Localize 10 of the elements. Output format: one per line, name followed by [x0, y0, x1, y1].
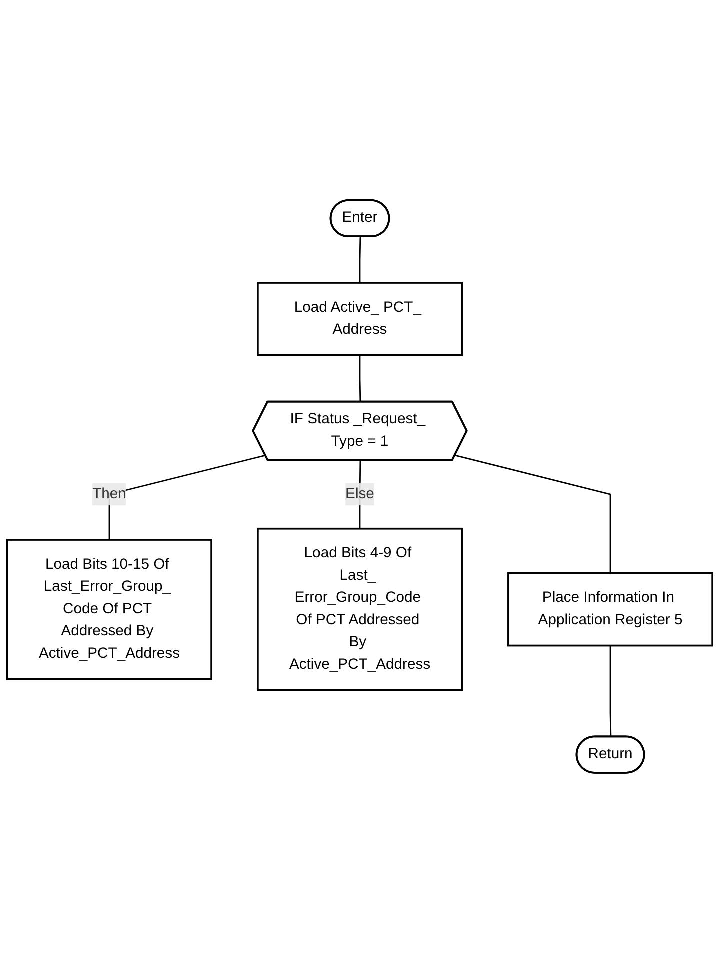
- connector: [610, 646, 612, 738]
- connector: [359, 236, 362, 283]
- connector: [455, 454, 612, 574]
- node-box: Load Bits 4-9 Of Last_ Error_Group_Code Of PCT Addressed By Active_PCT_Address: [257, 528, 463, 692]
- edge-label: Then: [92, 486, 126, 502]
- edge-label: Else: [346, 486, 374, 502]
- connector: [359, 355, 362, 402]
- node-box: Place Information In Application Register 5: [508, 572, 714, 647]
- node-box: Load Bits 10-15 Of Last_Error_Group_ Code Of PCT Addressed By Active_PCT_Address: [6, 538, 212, 680]
- node-box: Load Active_ PCT_ Address: [257, 282, 463, 356]
